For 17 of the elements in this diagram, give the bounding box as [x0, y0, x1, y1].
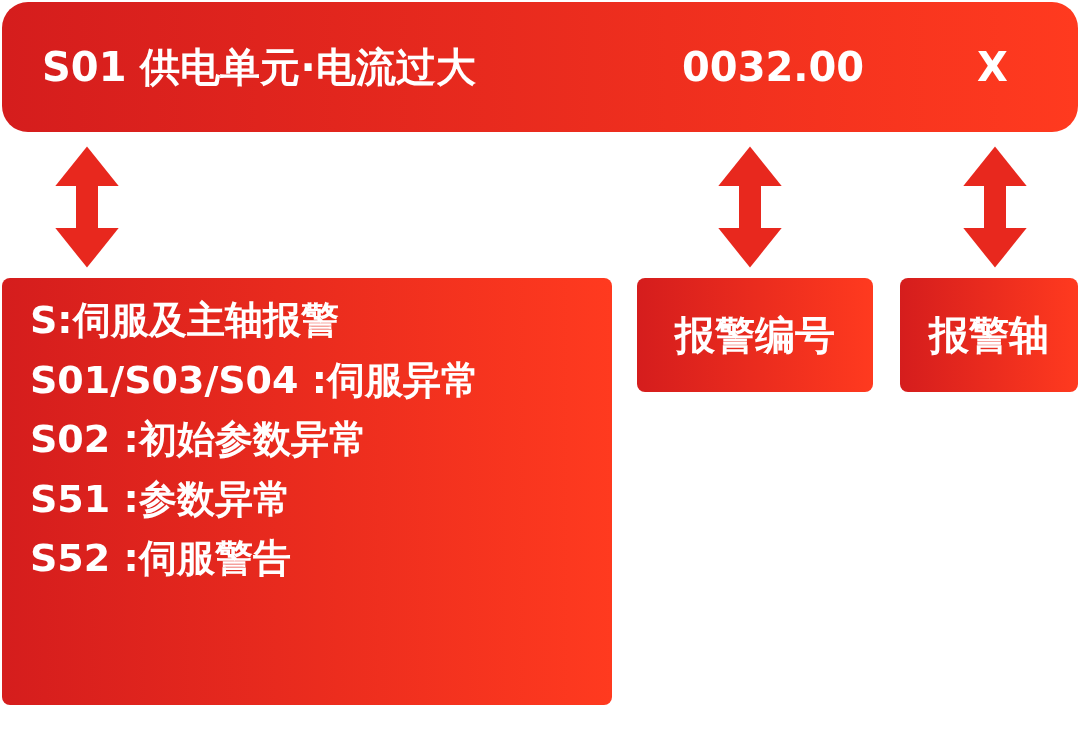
field-text: X	[977, 43, 1008, 91]
list-item: S52 :伺服警告	[30, 536, 291, 582]
list-item: S51 :参数异常	[30, 476, 291, 523]
double-arrow	[55, 146, 119, 268]
legend-panel	[2, 278, 612, 705]
box-label: 报警编号	[675, 311, 835, 359]
list-item: S02 :初始参数异常	[30, 417, 367, 463]
double-arrow	[963, 146, 1027, 268]
double-arrow	[718, 146, 782, 268]
field-text: S01 供电单元·电流过大	[42, 43, 476, 91]
label-box	[637, 278, 873, 392]
header-bar	[2, 2, 1078, 132]
box-label: 报警轴	[929, 311, 1049, 359]
list-item: S:伺服及主轴报警	[30, 298, 339, 344]
label-box	[900, 278, 1078, 392]
field-text: 0032.00	[682, 43, 865, 91]
list-item: S01/S03/S04 :伺服异常	[30, 357, 479, 404]
